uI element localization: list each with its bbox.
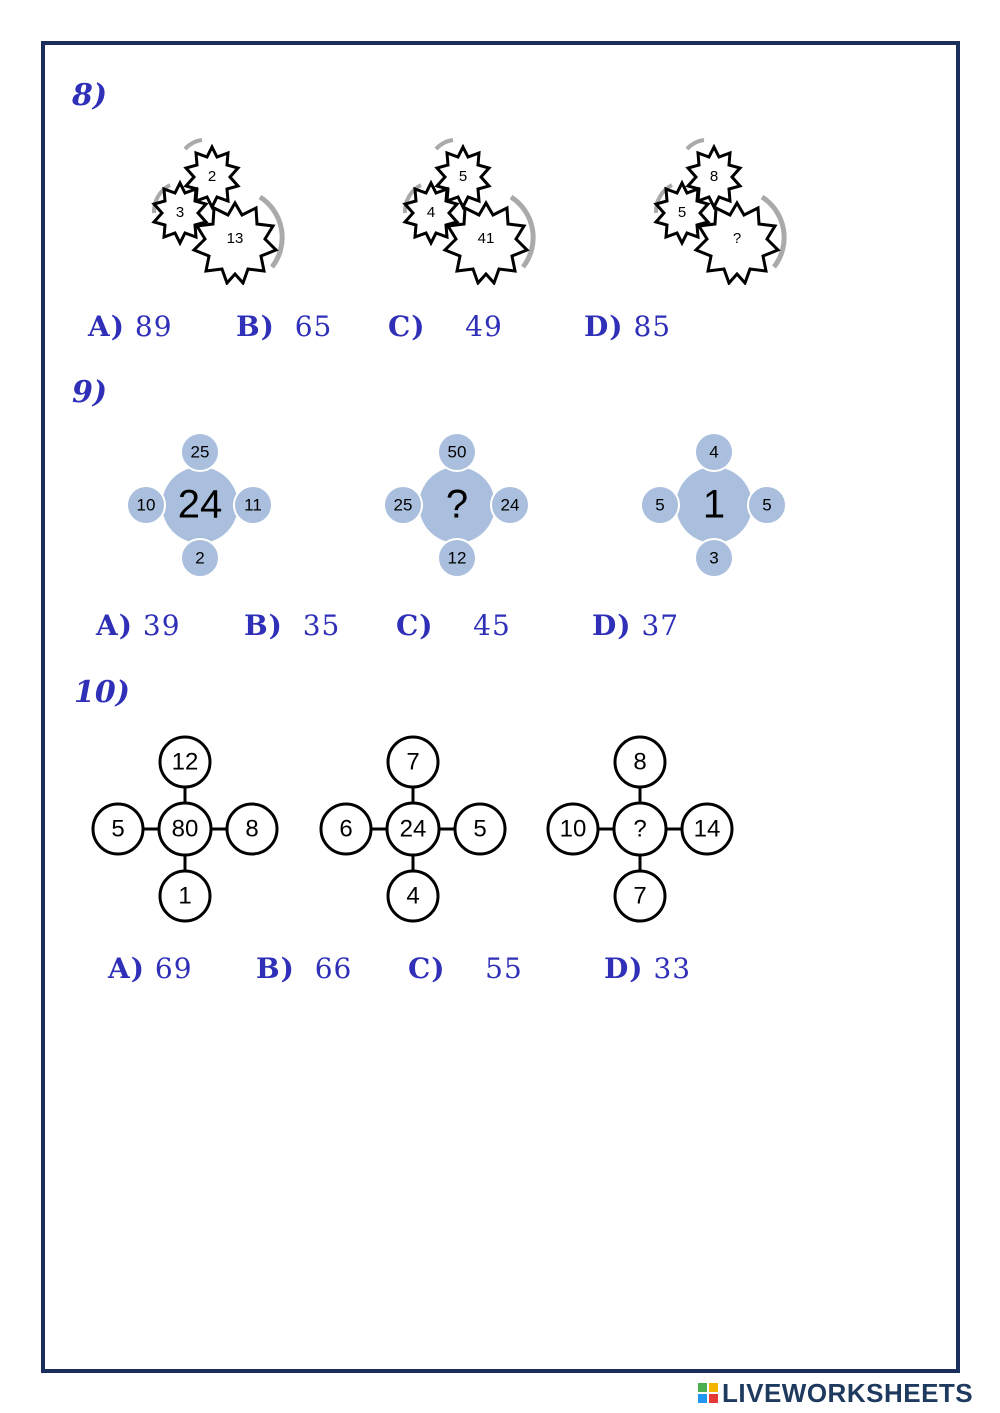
bubble-center-value: ? <box>446 483 468 527</box>
gear-figure-2: 5 4 41 <box>402 138 536 285</box>
bubble-center-value: 24 <box>178 483 223 527</box>
gear-icon <box>685 143 743 211</box>
bubble-figure-3: 1 4 5 5 3 <box>640 432 787 578</box>
cross-top-value: 7 <box>406 748 419 775</box>
cross-right-value: 5 <box>473 815 486 842</box>
bubble-left-value: 5 <box>655 495 664 514</box>
gear-figure-1: 2 3 13 <box>151 138 285 285</box>
option-c[interactable]: C) 49 <box>388 310 503 343</box>
question-9-number: 9) <box>72 375 108 410</box>
option-a[interactable]: A) 69 <box>108 952 193 985</box>
cross-left-value: 10 <box>560 815 587 842</box>
gear-icon <box>653 179 711 247</box>
gear-arrow <box>151 183 172 214</box>
option-b[interactable]: B) 66 <box>256 952 353 985</box>
bubble-figure-2: ? 50 25 24 12 <box>383 432 530 578</box>
cross-figure-1: 80 12 5 8 1 <box>91 735 279 923</box>
bubble-top-value: 4 <box>709 442 718 461</box>
brand-name: LIVEWORKSHEETS <box>722 1377 974 1408</box>
gear-left-value: 4 <box>427 204 435 221</box>
cross-right-value: 8 <box>245 815 258 842</box>
cross-top-value: 12 <box>172 748 199 775</box>
bubble-bottom-value: 3 <box>709 548 718 567</box>
gear-icon <box>151 179 209 247</box>
bubble-right-value: 5 <box>762 495 771 514</box>
gear-icon <box>402 179 460 247</box>
option-b[interactable]: B) 65 <box>236 310 333 343</box>
cross-center-value: 24 <box>400 815 427 842</box>
cross-left-value: 6 <box>339 815 352 842</box>
cross-figure-2: 24 7 6 5 4 <box>319 735 507 923</box>
cross-left-value: 5 <box>111 815 124 842</box>
gear-arrow <box>258 194 285 269</box>
bubble-bottom-value: 12 <box>448 548 467 567</box>
cross-center-value: ? <box>633 815 646 842</box>
gear-big-value: 13 <box>227 230 244 247</box>
gear-top-value: 5 <box>459 168 467 185</box>
footer-brand[interactable]: LIVEWORKSHEETS <box>698 1378 973 1408</box>
gear-arrow <box>434 138 454 151</box>
gear-left-value: 3 <box>176 204 184 221</box>
cross-center-value: 80 <box>172 815 199 842</box>
liveworksheets-logo-icon <box>698 1383 718 1403</box>
option-a[interactable]: A) 89 <box>88 310 173 343</box>
bubble-left-value: 25 <box>394 495 413 514</box>
cross-bottom-value: 4 <box>406 882 419 909</box>
bubble-right-value: 24 <box>501 495 520 514</box>
option-a[interactable]: A) 39 <box>96 609 181 642</box>
bubble-center-value: 1 <box>703 483 725 527</box>
option-c[interactable]: C) 45 <box>396 609 511 642</box>
gear-big-value: ? <box>733 230 741 247</box>
question-8-number: 8) <box>72 78 108 113</box>
cross-top-value: 8 <box>633 748 646 775</box>
option-d[interactable]: D) 33 <box>604 952 692 985</box>
bubble-top-value: 50 <box>448 442 467 461</box>
option-d[interactable]: D) 85 <box>584 310 672 343</box>
gear-top-value: 2 <box>208 168 216 185</box>
question-10-number: 10) <box>74 675 130 710</box>
bubble-bottom-value: 2 <box>195 548 204 567</box>
gear-arrow <box>183 138 203 151</box>
gear-figure-3: 8 5 ? <box>653 138 787 285</box>
bubble-top-value: 25 <box>191 442 210 461</box>
gear-arrow <box>685 138 705 151</box>
option-c[interactable]: C) 55 <box>408 952 523 985</box>
bubble-figure-1: 24 25 10 11 2 <box>126 432 273 578</box>
gear-big-value: 41 <box>478 230 495 247</box>
gear-icon <box>693 200 781 285</box>
option-b[interactable]: B) 35 <box>244 609 341 642</box>
gear-left-value: 5 <box>678 204 686 221</box>
bubble-left-value: 10 <box>137 495 156 514</box>
cross-figure-3: ? 8 10 14 7 <box>546 735 734 923</box>
option-d[interactable]: D) 37 <box>592 609 680 642</box>
gear-arrow <box>760 194 787 269</box>
gear-icon <box>191 200 279 285</box>
gear-arrow <box>653 183 674 214</box>
bubble-right-value: 11 <box>244 495 262 514</box>
gear-top-value: 8 <box>710 168 718 185</box>
cross-right-value: 14 <box>694 815 721 842</box>
gear-icon <box>434 143 492 211</box>
gear-icon <box>183 143 241 211</box>
cross-bottom-value: 1 <box>178 882 191 909</box>
cross-bottom-value: 7 <box>633 882 646 909</box>
gear-icon <box>442 200 530 285</box>
gear-arrow <box>509 194 536 269</box>
gear-arrow <box>402 183 423 214</box>
worksheet-frame <box>41 41 960 1373</box>
